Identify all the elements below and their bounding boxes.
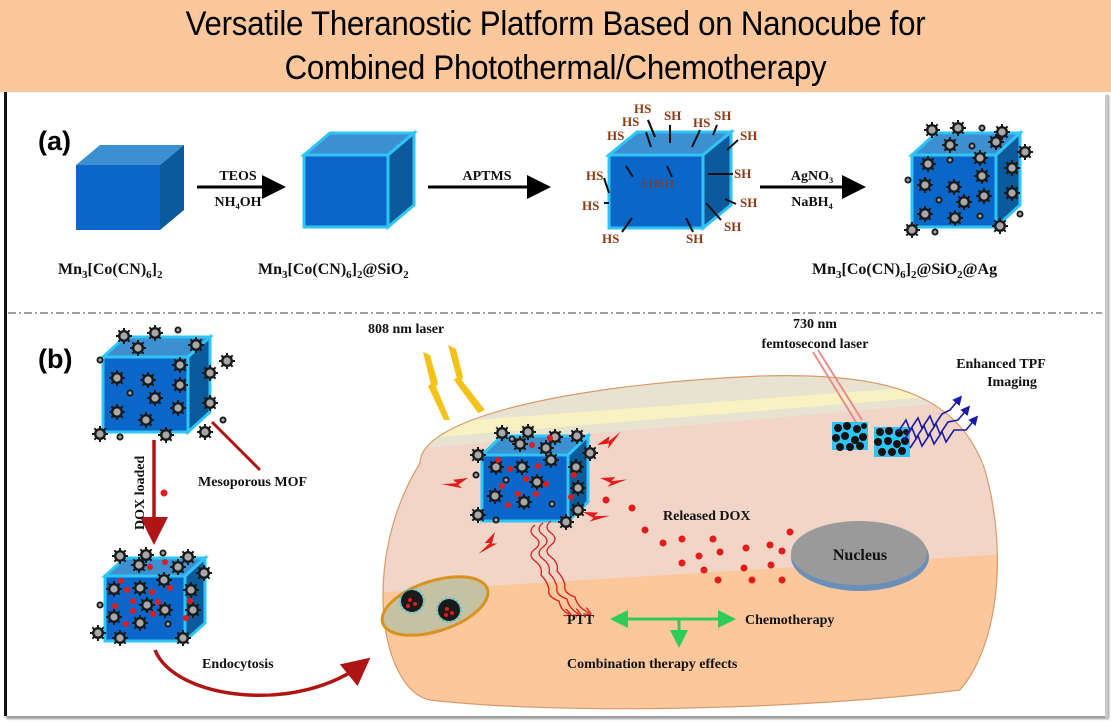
label-mesoporous-mof: Mesoporous MOF (198, 475, 307, 490)
compound-silica-label: Mn3[Co(CN)6]2@SiO2 (258, 261, 409, 281)
svg-text:SH: SH (686, 231, 703, 246)
svg-text:SH: SH (664, 108, 681, 123)
label-combination-effects: Combination therapy effects (567, 657, 738, 672)
svg-text:SH: SH (657, 176, 674, 191)
svg-text:SH: SH (724, 219, 741, 234)
laser-bolt-icon (423, 345, 485, 420)
compound-core-label: Mn3[Co(CN)6]2 (58, 261, 163, 281)
svg-text:HS: HS (607, 128, 624, 143)
dox-molecule (160, 489, 168, 497)
endocytosis-arrow (153, 649, 371, 697)
svg-text:HS: HS (582, 198, 599, 213)
label-released-dox: Released DOX (663, 509, 751, 524)
label-nucleus: Nucleus (833, 547, 887, 564)
svg-text:HS: HS (634, 101, 651, 116)
title-line-2: Combined Photothermal/Chemotherapy (284, 49, 827, 87)
nanocube-thiol (603, 119, 739, 233)
label-tpf-line1: Enhanced TPF (956, 357, 1046, 372)
nanocube-silica (299, 129, 419, 231)
label-ptt: PTT (567, 613, 595, 628)
nanocube-in-cell (470, 424, 598, 530)
svg-text:SH: SH (714, 108, 731, 123)
dox-loaded-cube (90, 547, 212, 646)
panel-b-label: (b) (38, 344, 72, 374)
tpf-emission-waves (897, 395, 979, 449)
label-808-laser: 808 nm laser (368, 322, 444, 337)
imaging-nanocubes (832, 422, 910, 457)
label-730-laser-line1: 730 nm (793, 317, 837, 332)
reagent-nh4oh: NH₄OH (215, 195, 262, 210)
released-dox-molecules (602, 496, 794, 584)
label-dox-loaded: DOX loaded (133, 456, 148, 531)
svg-text:SH: SH (740, 128, 757, 143)
label-tpf-line2: Imaging (987, 375, 1037, 390)
label-endocytosis: Endocytosis (202, 657, 274, 672)
svg-text:HS: HS (693, 115, 710, 130)
compound-silver-label: Mn3[Co(CN)6]2@SiO2@Ag (812, 261, 997, 281)
label-chemotherapy: Chemotherapy (745, 613, 834, 628)
mesoporous-mof-cube (92, 325, 235, 443)
endosome (380, 575, 490, 637)
reagent-nabh4: NaBH₄ (791, 195, 833, 210)
femtosecond-laser-beam (812, 349, 863, 423)
reagent-agno3: AgNO₃ (791, 169, 833, 184)
nucleus (791, 521, 929, 591)
frame-shadow (1105, 95, 1108, 718)
title-banner: Versatile Theranostic Platform Based on … (0, 0, 1111, 92)
reagent-aptms: APTMS (463, 169, 512, 184)
svg-text:HS: HS (622, 114, 639, 129)
nanocube-core (76, 145, 184, 230)
svg-text:SH: SH (740, 195, 757, 210)
svg-text:SH: SH (734, 166, 751, 181)
mof-pointer-line (210, 420, 262, 472)
reagent-teos: TEOS (219, 169, 257, 184)
ptt-heat-waves (530, 520, 589, 614)
svg-text:HS: HS (586, 168, 603, 183)
panel-a-label: (a) (38, 126, 71, 156)
svg-text:HS: HS (602, 231, 619, 246)
title-line-1: Versatile Theranostic Platform Based on … (185, 5, 926, 43)
nanocube-silver (904, 120, 1033, 238)
thiol-labels: HS HS SH HS SH HS SH HS SH HS SH HS SH S… (582, 101, 757, 246)
label-730-laser-line2: femtosecond laser (762, 337, 869, 352)
svg-text:SH: SH (641, 176, 658, 191)
